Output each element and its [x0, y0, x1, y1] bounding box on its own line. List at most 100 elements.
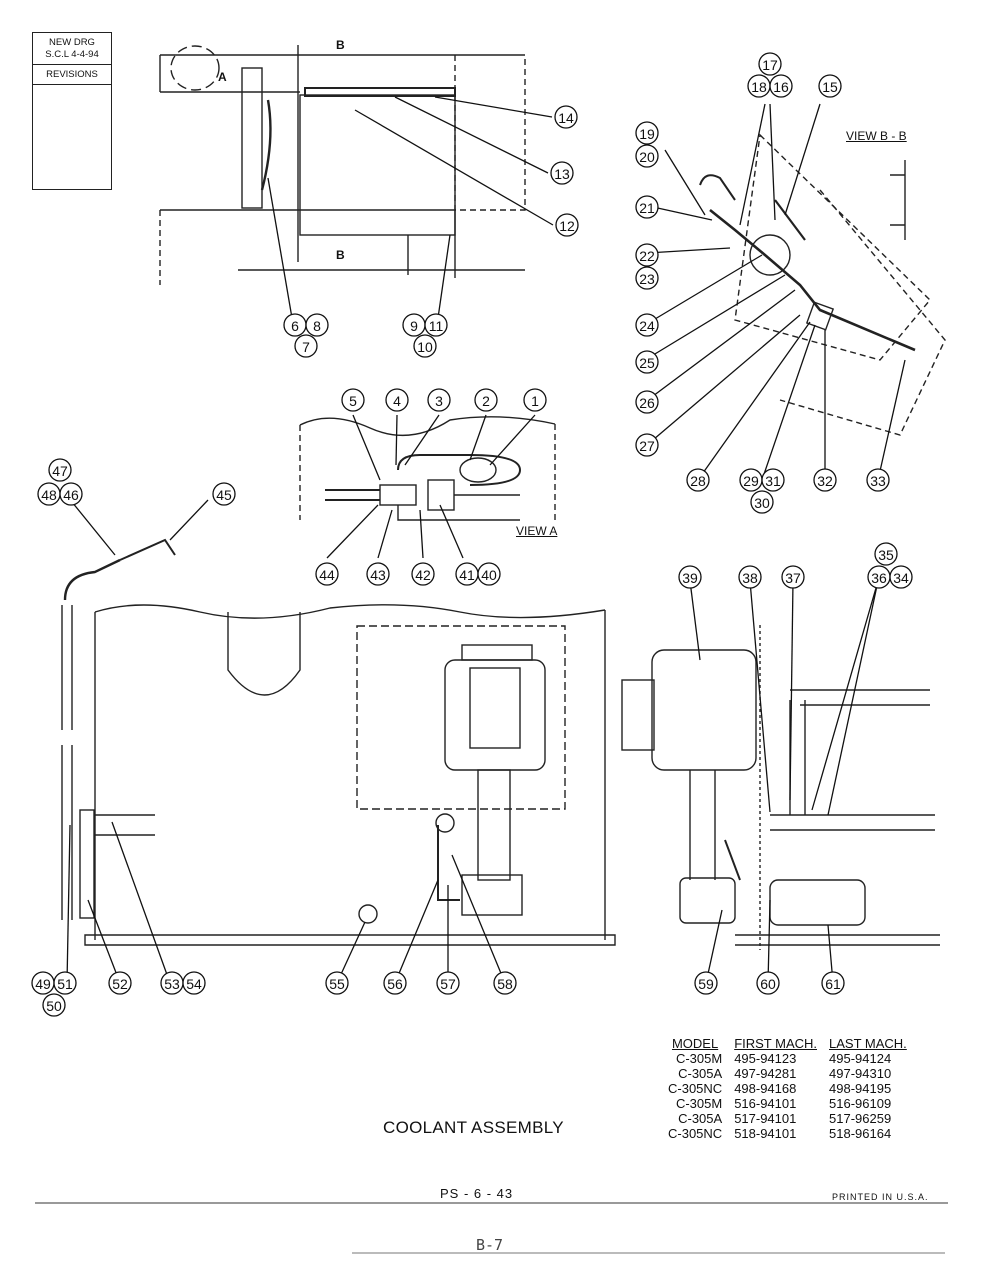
- callout-number: 10: [417, 339, 433, 355]
- callout-number: 4: [393, 393, 401, 409]
- balloon-circle: [427, 388, 451, 412]
- callout-number: 1: [531, 393, 539, 409]
- main-tank-view: [61, 538, 616, 946]
- callout-number: 26: [639, 395, 655, 411]
- callout-balloon: 1: [523, 388, 547, 412]
- callout-balloon: 20: [635, 144, 659, 168]
- callout-number: 6: [291, 318, 299, 334]
- balloon-circle: [108, 971, 132, 995]
- balloon-circle: [813, 468, 837, 492]
- assembly-title: COOLANT ASSEMBLY: [383, 1118, 564, 1137]
- callout-balloon: 57: [436, 971, 460, 995]
- callout-number: 56: [387, 976, 403, 992]
- callout-balloon: 52: [108, 971, 132, 995]
- callout-number: 18: [751, 79, 767, 95]
- table-cell: C-305NC: [668, 1081, 723, 1096]
- balloon-circle: [635, 195, 659, 219]
- callout-number: 22: [639, 248, 655, 264]
- callout-number: 44: [319, 567, 335, 583]
- balloon-circle: [550, 161, 574, 185]
- table-cell: C-305M: [675, 1096, 723, 1111]
- callout-number: 46: [63, 487, 79, 503]
- table-cell: C-305A: [678, 1066, 723, 1081]
- balloon-circle: [212, 482, 236, 506]
- callout-balloon: 61: [821, 971, 845, 995]
- callout-number: 19: [639, 126, 655, 142]
- table-cell: 516-96109: [829, 1096, 892, 1111]
- callout-balloon: 41: [455, 562, 479, 586]
- callout-balloon: 33: [866, 468, 890, 492]
- balloon-circle: [758, 52, 782, 76]
- balloon-circle: [866, 468, 890, 492]
- balloon-circle: [385, 388, 409, 412]
- callout-number: 29: [743, 473, 759, 489]
- callout-balloon: 60: [756, 971, 780, 995]
- balloon-circle: [635, 144, 659, 168]
- callout-number: 36: [871, 570, 887, 586]
- balloon-circle: [436, 971, 460, 995]
- callout-balloon: 15: [818, 74, 842, 98]
- callout-number: 12: [559, 218, 575, 234]
- callout-balloon: 46: [59, 482, 83, 506]
- callout-balloon: 24: [635, 313, 659, 337]
- callout-number: 27: [639, 438, 655, 454]
- revision-note: NEW DRG S.C.L 4-4-94: [33, 33, 111, 65]
- balloon-circle: [523, 388, 547, 412]
- callout-balloon: 36: [867, 565, 891, 589]
- callout-number: 2: [482, 393, 490, 409]
- callout-number: 13: [554, 166, 570, 182]
- callout-balloon: 14: [554, 105, 578, 129]
- callout-number: 52: [112, 976, 128, 992]
- callout-balloon: 37: [781, 565, 805, 589]
- balloon-circle: [761, 468, 785, 492]
- callout-balloon: 43: [366, 562, 390, 586]
- callout-balloon: 28: [686, 468, 710, 492]
- callout-number: 32: [817, 473, 833, 489]
- callout-balloon: 2: [474, 388, 498, 412]
- callout-number: 16: [773, 79, 789, 95]
- callout-balloon: 31: [761, 468, 785, 492]
- callout-number: 38: [742, 570, 758, 586]
- balloon-circle: [635, 121, 659, 145]
- table-cell: C-305M: [675, 1051, 723, 1066]
- section-mark-bottom: B: [336, 248, 345, 262]
- balloon-circle: [59, 482, 83, 506]
- callout-balloon: 23: [635, 266, 659, 290]
- balloon-circle: [411, 562, 435, 586]
- balloon-circle: [315, 562, 339, 586]
- section-mark-top: B: [336, 38, 345, 52]
- callout-balloon: 29: [739, 468, 763, 492]
- callout-balloon: 10: [413, 334, 437, 358]
- callout-balloon: 27: [635, 433, 659, 457]
- callout-number: 31: [765, 473, 781, 489]
- balloon-circle: [554, 105, 578, 129]
- table-header-cell: LAST MACH.: [829, 1036, 907, 1051]
- printed-note: PRINTED IN U.S.A.: [832, 1192, 929, 1202]
- callout-number: 40: [481, 567, 497, 583]
- callout-number: 9: [410, 318, 418, 334]
- callout-number: 3: [435, 393, 443, 409]
- balloon-circle: [305, 313, 329, 337]
- callout-number: 47: [52, 463, 68, 479]
- callout-balloon: 40: [477, 562, 501, 586]
- callout-number: 33: [870, 473, 886, 489]
- balloon-circle: [889, 565, 913, 589]
- balloon-circle: [635, 266, 659, 290]
- balloon-circle: [48, 458, 72, 482]
- balloon-circle: [182, 971, 206, 995]
- callout-balloon: 55: [325, 971, 349, 995]
- callout-number: 50: [46, 998, 62, 1014]
- revision-line-1: NEW DRG: [49, 37, 95, 48]
- balloon-circle: [678, 565, 702, 589]
- callout-balloon: 30: [750, 490, 774, 514]
- callout-balloon: 54: [182, 971, 206, 995]
- callout-number: 53: [164, 976, 180, 992]
- callout-balloon: 47: [48, 458, 72, 482]
